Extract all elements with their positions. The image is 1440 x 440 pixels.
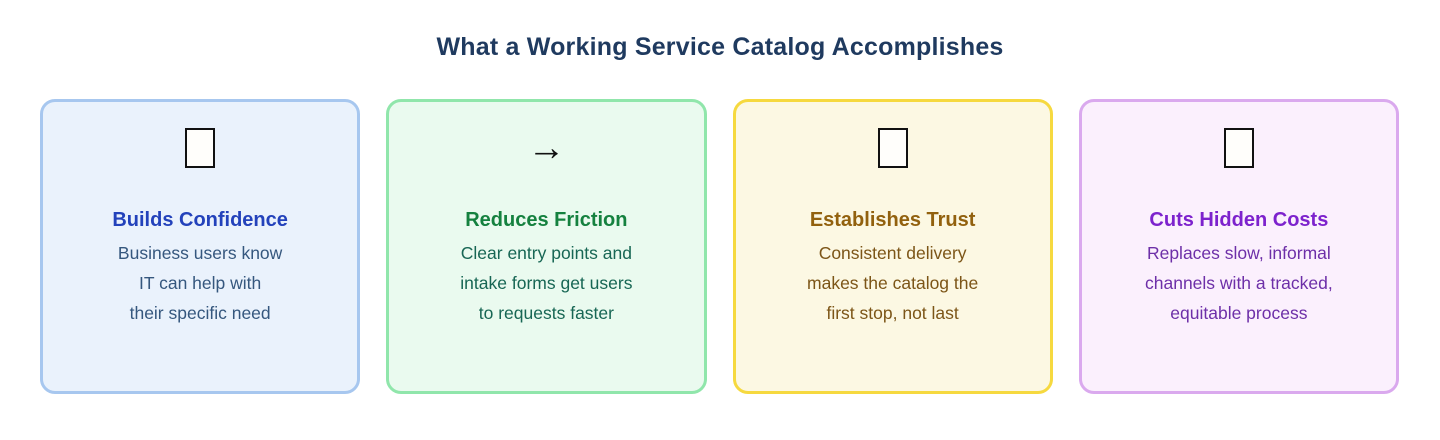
card-body: Replaces slow, informal channels with a … — [1082, 238, 1396, 328]
card-body: Consistent delivery makes the catalog th… — [736, 238, 1050, 328]
card-icon-area — [736, 126, 1050, 170]
card-establishes-trust: Establishes Trust Consistent delivery ma… — [732, 99, 1053, 394]
card-reduces-friction: → Reduces Friction Clear entry points an… — [386, 99, 707, 394]
card-title: Reduces Friction — [465, 209, 628, 231]
card-body: Business users know IT can help with the… — [43, 238, 357, 328]
card-body-line: makes the catalog the — [807, 273, 979, 293]
card-cuts-hidden-costs: Cuts Hidden Costs Replaces slow, informa… — [1078, 99, 1399, 394]
card-builds-confidence: Builds Confidence Business users know IT… — [40, 99, 361, 394]
card-title: Cuts Hidden Costs — [1149, 209, 1329, 231]
card-body-line: to requests faster — [478, 303, 614, 323]
card-icon-area — [43, 126, 357, 170]
card-icon-area: → — [389, 126, 703, 170]
card-body-line: equitable process — [1170, 303, 1308, 323]
card-title: Builds Confidence — [112, 209, 288, 231]
card-body-line: first stop, not last — [826, 303, 959, 323]
card-body-line: Consistent delivery — [818, 243, 967, 263]
card-body-line: intake forms get users — [460, 273, 633, 293]
card-body-line: their specific need — [129, 303, 271, 323]
card-body-line: Replaces slow, informal — [1146, 243, 1331, 263]
missing-glyph-box-icon — [877, 128, 908, 168]
card-title: Establishes Trust — [809, 209, 976, 231]
card-body-line: channels with a tracked, — [1145, 273, 1333, 293]
card-icon-area — [1082, 126, 1396, 170]
cards-row: Builds Confidence Business users know IT… — [40, 99, 1399, 394]
card-body-line: Business users know — [117, 243, 283, 263]
missing-glyph-box-icon — [185, 128, 216, 168]
missing-glyph-box-icon — [1223, 128, 1254, 168]
card-body-line: IT can help with — [139, 273, 262, 293]
arrow-right-icon: → — [527, 127, 566, 169]
page-title: What a Working Service Catalog Accomplis… — [436, 33, 1004, 61]
card-body-line: Clear entry points and — [460, 243, 632, 263]
card-body: Clear entry points and intake forms get … — [389, 238, 703, 328]
